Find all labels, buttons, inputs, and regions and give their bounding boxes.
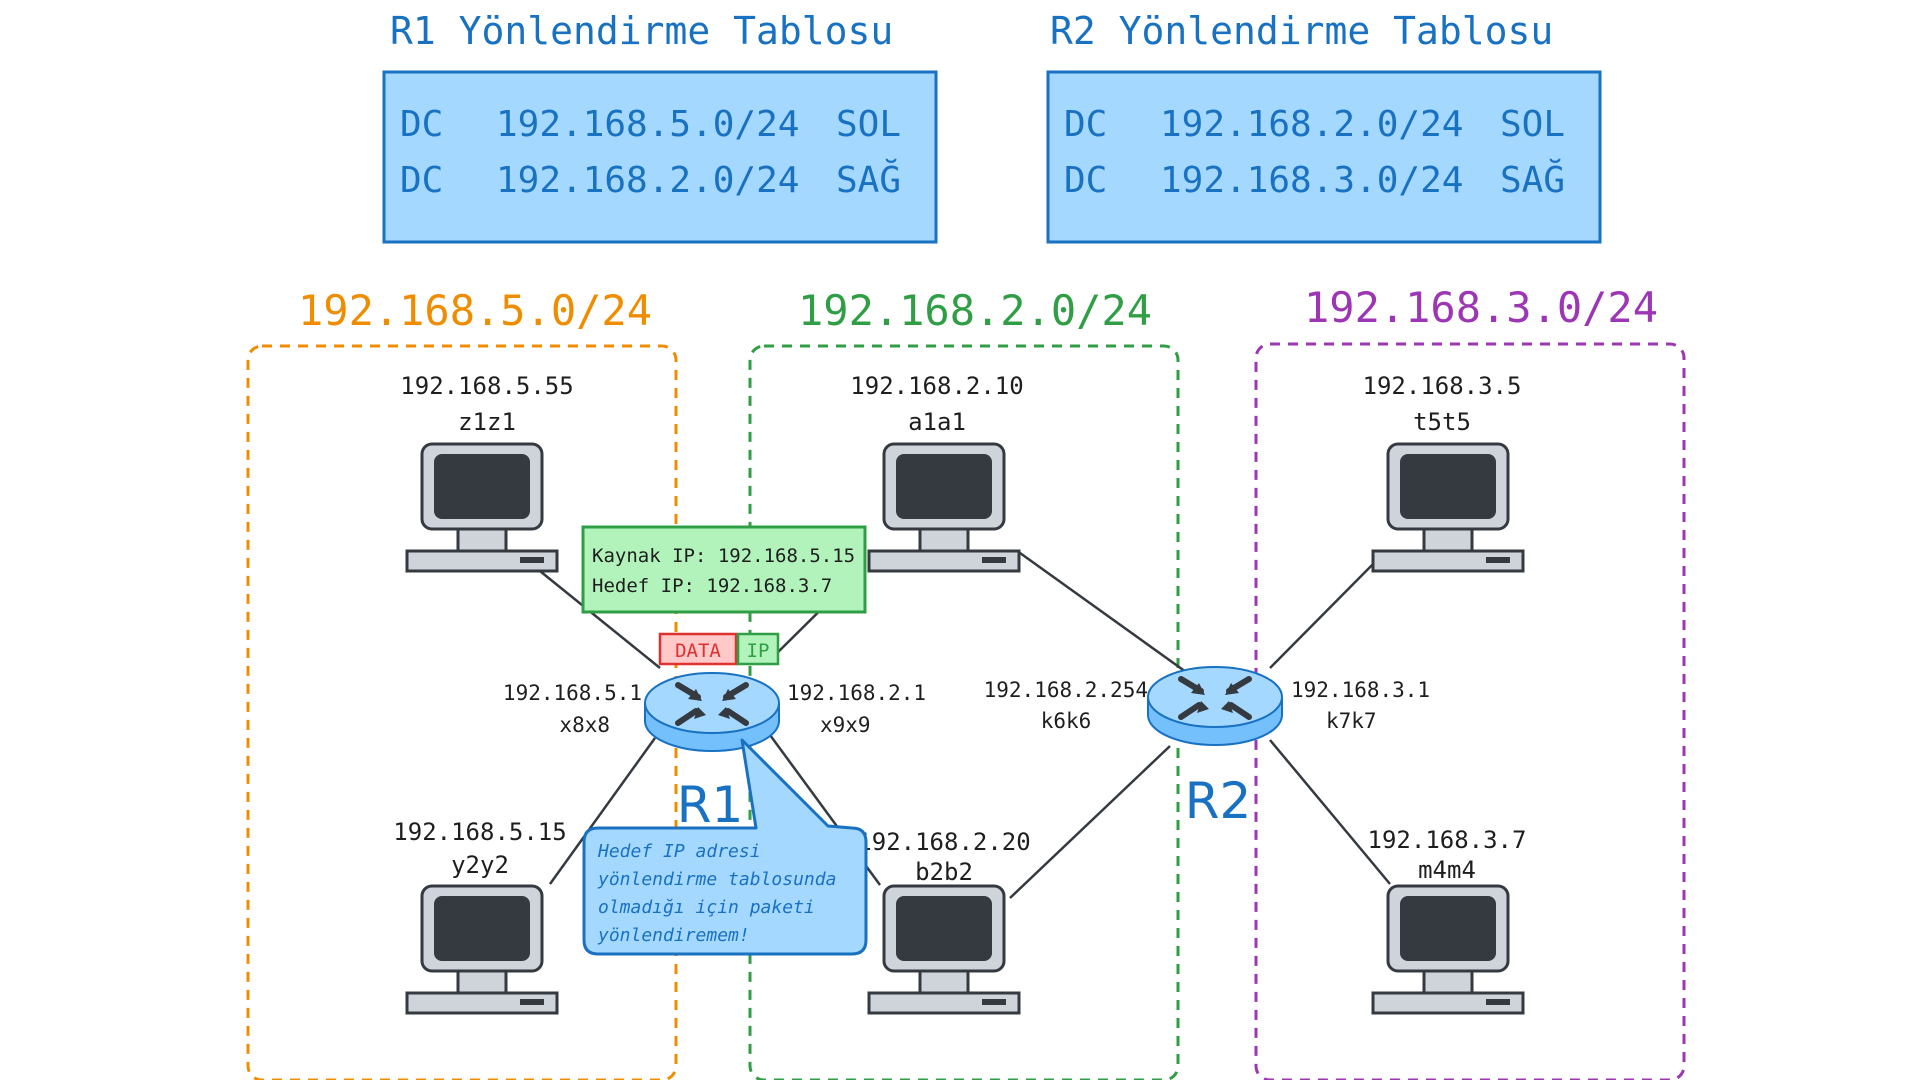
host-mac-label: m4m4: [1418, 856, 1476, 884]
computer-icon: [405, 884, 559, 1015]
host-mac-label: y2y2: [451, 851, 509, 879]
r1-row2-network: 192.168.2.0/24: [496, 160, 799, 201]
r1-left-ip: 192.168.5.1: [503, 681, 642, 705]
ip-tag-label: IP: [747, 640, 770, 662]
packet-info-box: Kaynak IP: 192.168.5.15 Hedef IP: 192.16…: [581, 525, 867, 614]
router-r2-label: R2: [1185, 772, 1252, 830]
r1-left-mac: x8x8: [559, 713, 610, 737]
computer-icon: [405, 442, 559, 573]
host-ip-label: 192.168.2.10: [850, 372, 1023, 400]
router-r1-label: R1: [677, 776, 744, 834]
link-z1z1-r1: [529, 562, 661, 669]
r2-left-ip: 192.168.2.254: [984, 678, 1148, 702]
ip-tag: [736, 632, 780, 666]
host-ip-label: 192.168.5.15: [393, 818, 566, 846]
r1-row1-iface: SOL: [836, 104, 901, 145]
host-mac-label: a1a1: [908, 408, 966, 436]
computer-icon: [1371, 442, 1525, 573]
r1-row2-iface: SAĞ: [836, 159, 901, 201]
host-a1a1[interactable]: 192.168.2.10 a1a1: [850, 372, 1024, 573]
computer-icon: [1371, 884, 1525, 1015]
host-ip-label: 192.168.3.5: [1363, 372, 1522, 400]
host-z1z1[interactable]: 192.168.5.55 z1z1: [400, 372, 574, 573]
r2-row2-network: 192.168.3.0/24: [1160, 160, 1463, 201]
host-y2y2[interactable]: 192.168.5.15 y2y2: [393, 818, 567, 1015]
link-m4m4-r2: [1269, 739, 1391, 885]
r2-row2-iface: SAĞ: [1500, 159, 1565, 201]
host-mac-label: z1z1: [458, 408, 516, 436]
r1-table-box: [382, 70, 938, 244]
r1-right-ip: 192.168.2.1: [787, 681, 926, 705]
router-icon: [645, 673, 779, 751]
host-mac-label: b2b2: [915, 858, 973, 886]
packet-source-ip: Kaynak IP: 192.168.5.15: [592, 545, 855, 567]
r1-table-row: DC 192.168.5.0/24 SOL: [400, 104, 901, 145]
r2-row2-type: DC: [1064, 160, 1107, 201]
r1-row2-type: DC: [400, 160, 443, 201]
r1-routing-table: R1 Yönlendirme Tablosu DC 192.168.5.0/24…: [382, 9, 938, 244]
link-a1a1-r2: [1019, 551, 1201, 684]
r2-table-row: DC 192.168.3.0/24 SAĞ: [1064, 159, 1565, 201]
r2-table-box: [1046, 70, 1602, 244]
r2-table-row: DC 192.168.2.0/24 SOL: [1064, 104, 1565, 145]
router-icon: [1148, 667, 1282, 745]
packet-tags: DATA IP: [658, 632, 780, 666]
r1-table-title: R1 Yönlendirme Tablosu: [390, 9, 893, 53]
link-y2y2-r1: [548, 737, 657, 885]
network-label-right: 192.168.3.0/24: [1304, 283, 1658, 332]
r2-right-mac: k7k7: [1326, 709, 1377, 733]
packet-dest-ip: Hedef IP: 192.168.3.7: [592, 575, 832, 597]
host-b2b2[interactable]: 192.168.2.20 b2b2: [857, 828, 1031, 1015]
host-m4m4[interactable]: 192.168.3.7 m4m4: [1368, 826, 1527, 1015]
r2-row1-iface: SOL: [1500, 104, 1565, 145]
callout-line-4: yönlendiremem!: [597, 925, 750, 946]
r1-right-mac: x9x9: [820, 713, 871, 737]
link-b2b2-r2: [1009, 745, 1171, 899]
r2-routing-table: R2 Yönlendirme Tablosu DC 192.168.2.0/24…: [1046, 9, 1602, 244]
host-ip-label: 192.168.3.7: [1368, 826, 1527, 854]
callout-line-3: olmadığı için paketi: [598, 897, 815, 918]
computer-icon: [867, 442, 1021, 573]
network-label-middle: 192.168.2.0/24: [798, 286, 1152, 335]
r2-right-ip: 192.168.3.1: [1291, 678, 1430, 702]
host-ip-label: 192.168.5.55: [400, 372, 573, 400]
network-label-left: 192.168.5.0/24: [298, 286, 652, 335]
r1-row1-type: DC: [400, 104, 443, 145]
r2-row1-type: DC: [1064, 104, 1107, 145]
r2-table-title: R2 Yönlendirme Tablosu: [1050, 9, 1553, 53]
r1-row1-network: 192.168.5.0/24: [496, 104, 799, 145]
callout-line-1: Hedef IP adresi: [597, 841, 761, 862]
computer-icon: [867, 884, 1021, 1015]
callout-bubble: [582, 738, 868, 956]
data-tag-label: DATA: [675, 640, 721, 662]
host-t5t5[interactable]: 192.168.3.5 t5t5: [1363, 372, 1525, 573]
router-r1[interactable]: R1 192.168.5.1 x8x8 192.168.2.1 x9x9: [503, 673, 926, 834]
r2-row1-network: 192.168.2.0/24: [1160, 104, 1463, 145]
host-mac-label: t5t5: [1413, 408, 1471, 436]
router-r2[interactable]: R2 192.168.2.254 k6k6 192.168.3.1 k7k7: [984, 667, 1430, 830]
callout-line-2: yönlendirme tablosunda: [597, 869, 836, 890]
router-callout: Hedef IP adresi yönlendirme tablosunda o…: [582, 738, 868, 956]
packet-info-background: [581, 525, 867, 614]
r1-table-row: DC 192.168.2.0/24 SAĞ: [400, 159, 901, 201]
r2-left-mac: k6k6: [1041, 709, 1092, 733]
link-t5t5-r2: [1269, 552, 1385, 669]
data-tag: [658, 632, 738, 666]
host-ip-label: 192.168.2.20: [857, 828, 1030, 856]
